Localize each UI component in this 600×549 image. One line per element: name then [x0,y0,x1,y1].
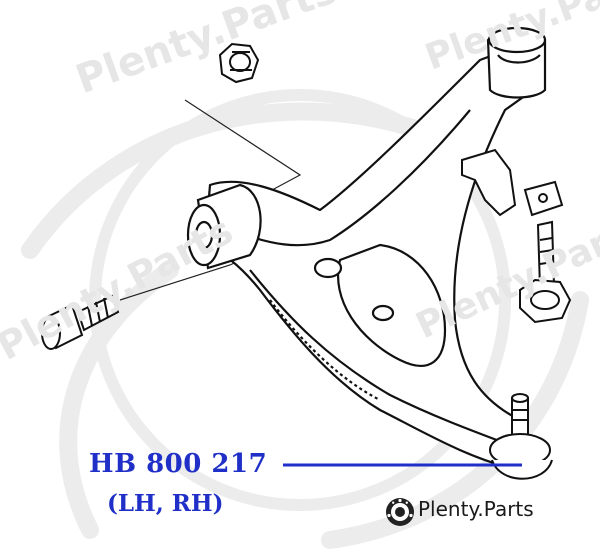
bushing-bolt [41,294,120,350]
brand-name: Plenty.Parts [418,497,534,521]
brake-disc-logo-icon [386,498,414,526]
front-bushing [186,183,262,270]
side-label: (LH, RH) [107,490,224,517]
mount-bracket [461,148,572,324]
part-number-label: HB 800 217 [89,449,268,479]
ball-joint [489,393,553,480]
control-arm [203,43,542,472]
rear-bushing [486,26,547,99]
brand-mark: Plenty.Parts [386,497,534,521]
upper-nut [218,42,260,84]
